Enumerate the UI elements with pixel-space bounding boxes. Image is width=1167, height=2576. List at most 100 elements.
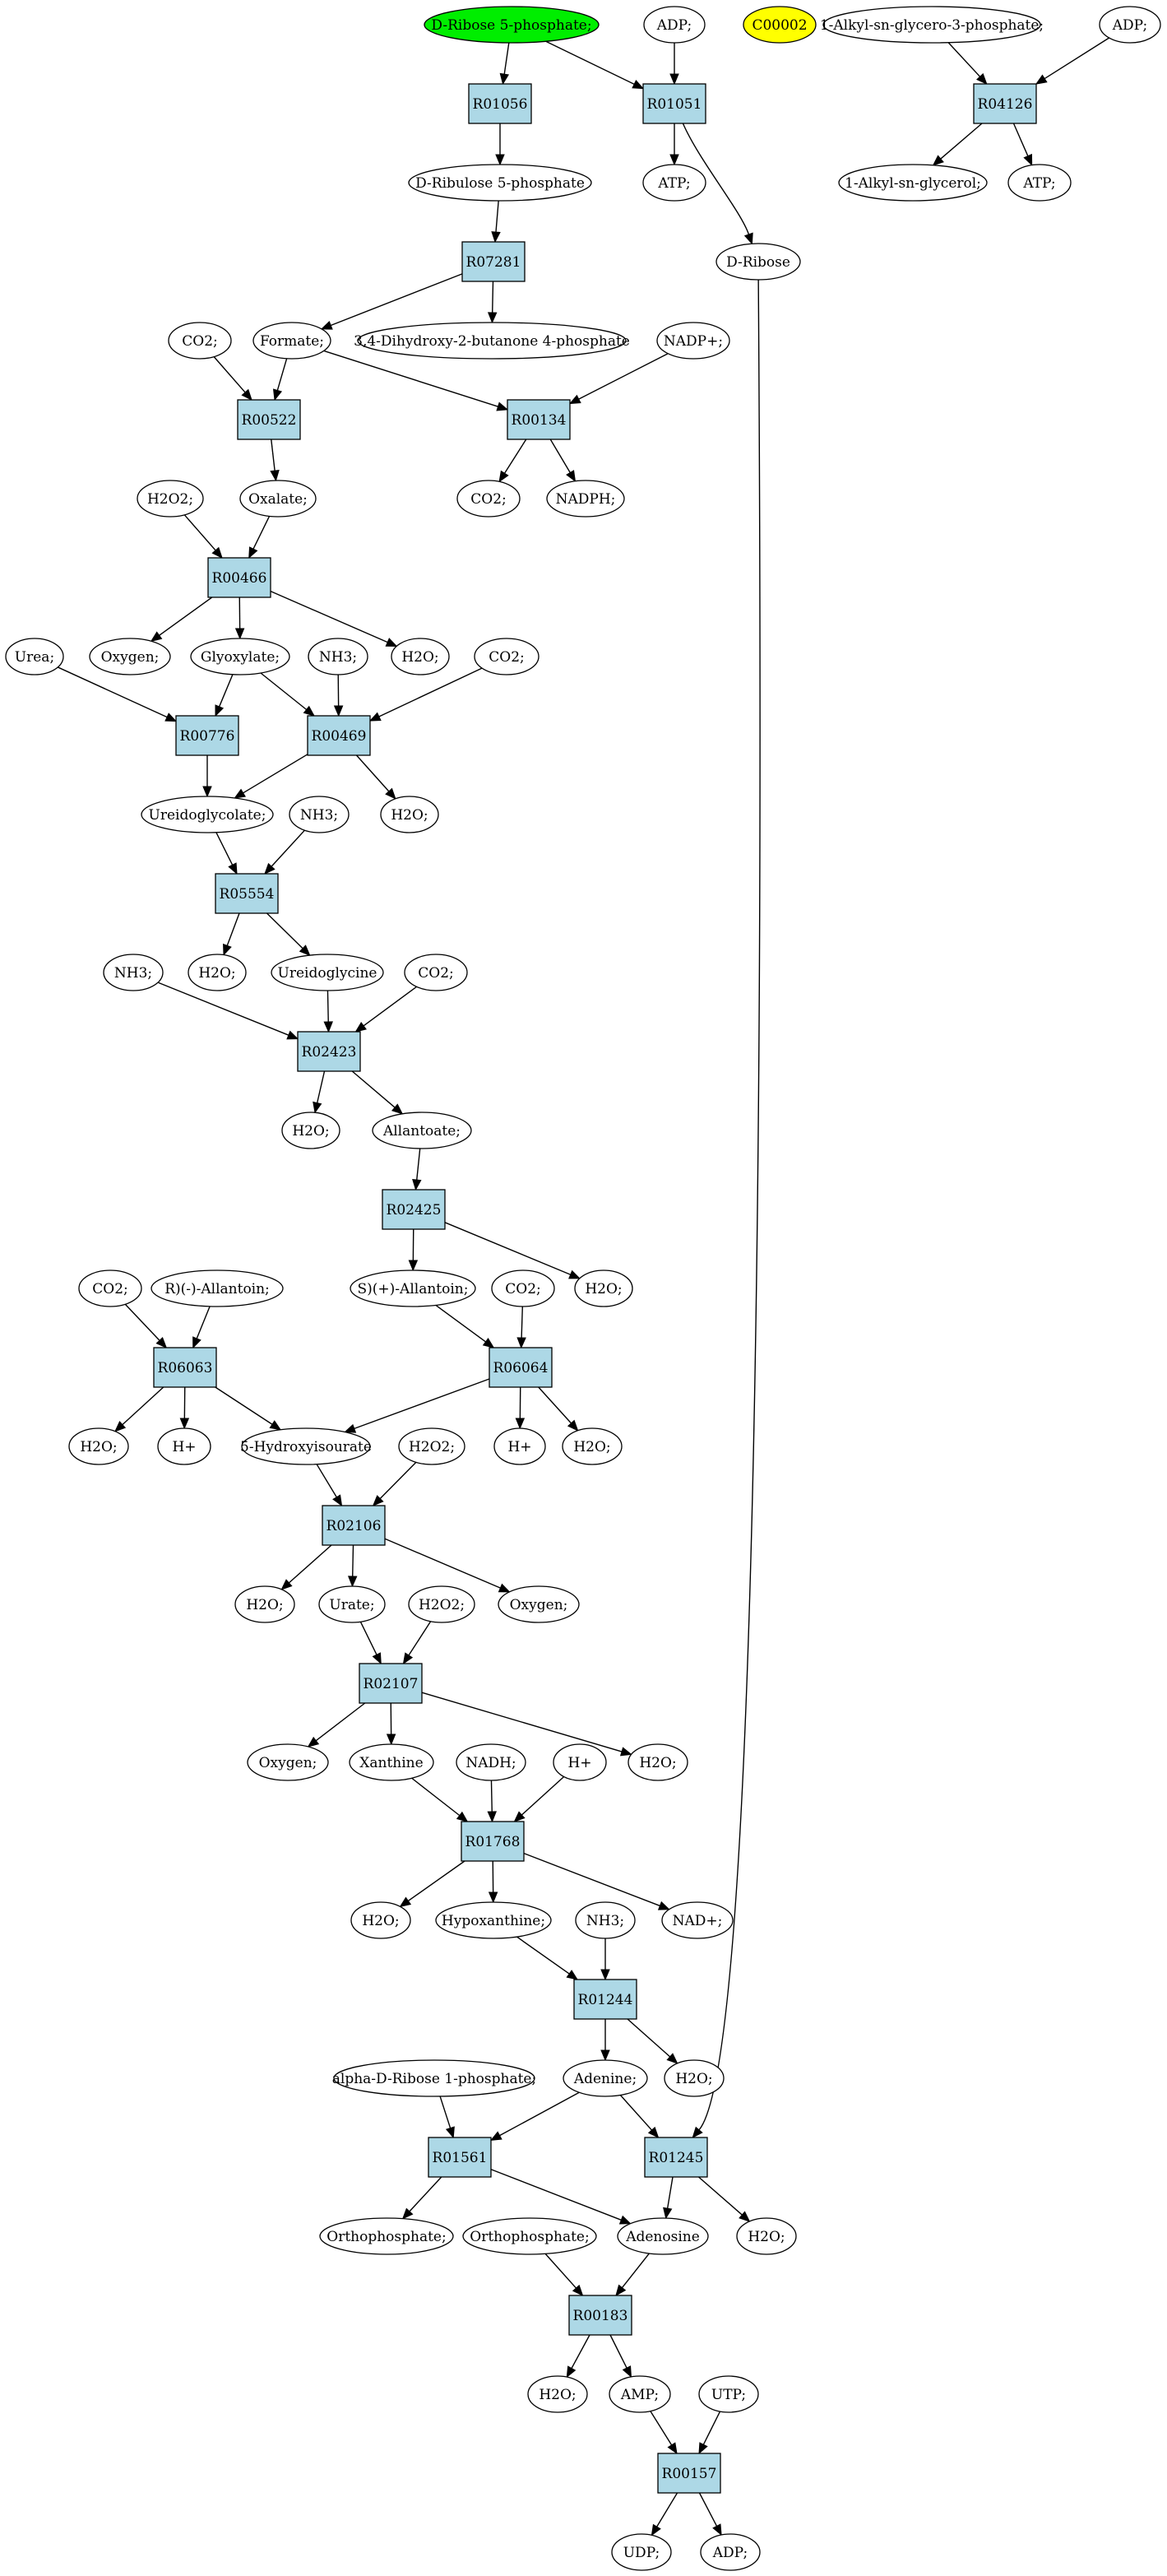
compound-node-d-ribulose-5p[interactable]: D-Ribulose 5-phosphate [408,164,592,202]
reaction-node-r01245[interactable]: R01245 [644,2137,708,2178]
compound-node-nh3-3[interactable]: NH3; [103,954,164,991]
compound-node-urate[interactable]: Urate; [318,1585,386,1623]
compound-node-hypoxanthine[interactable]: Hypoxanthine; [435,1901,552,1939]
compound-node-adenine[interactable]: Adenine; [563,2059,648,2097]
compound-node-co2-5[interactable]: CO2; [78,1269,142,1307]
reaction-node-r05554[interactable]: R05554 [215,873,279,914]
compound-node-orthophosphate-2[interactable]: Orthophosphate; [462,2217,597,2255]
compound-node-hplus-1[interactable]: H+ [157,1427,211,1465]
compound-node-h2o-6[interactable]: H2O; [68,1427,129,1465]
compound-node-h2o-7[interactable]: H2O; [562,1427,623,1465]
compound-node-hplus-2[interactable]: H+ [493,1427,546,1465]
compound-node-h2o-12[interactable]: H2O; [736,2217,797,2255]
compound-node-oxygen-2[interactable]: Oxygen; [498,1585,580,1623]
compound-node-co2-3[interactable]: CO2; [474,638,540,675]
compound-node-nh3-2[interactable]: NH3; [289,796,350,833]
compound-node-hydroxyisourate[interactable]: 5-Hydroxyisourate [240,1427,372,1465]
compound-node-h2o-13[interactable]: H2O; [527,2375,588,2413]
compound-node-atp-1[interactable]: ATP; [642,164,706,202]
compound-node-urea[interactable]: Urea; [5,638,64,675]
compound-node-h2o-9[interactable]: H2O; [627,1743,688,1781]
reaction-node-r02425[interactable]: R02425 [382,1189,446,1230]
compound-node-co2-6[interactable]: CO2; [491,1269,555,1307]
compound-node-nh3-4[interactable]: NH3; [575,1901,636,1939]
compound-node-adenosine[interactable]: Adenosine [617,2217,709,2255]
reaction-node-r01056[interactable]: R01056 [468,83,532,124]
compound-node-nadph[interactable]: NADPH; [546,480,625,518]
edge-r01768-to-h2o_10 [399,1860,465,1908]
compound-node-h2o-2[interactable]: H2O; [380,796,439,833]
compound-node-amp[interactable]: AMP; [609,2375,671,2413]
compound-node-orthophosphate-1[interactable]: Orthophosphate; [319,2217,454,2255]
compound-node-h2o2-2[interactable]: H2O2; [398,1427,465,1465]
compound-node-oxygen-1[interactable]: Oxygen; [89,638,171,675]
compound-node-nh3-1[interactable]: NH3; [308,638,368,675]
compound-node-nadp[interactable]: NADP+; [656,322,730,360]
edge-r06063-to-hydroxyisourate [215,1386,282,1431]
compound-node-h2o-10[interactable]: H2O; [350,1901,411,1939]
compound-node-adp-1[interactable]: ADP; [643,6,706,44]
reaction-node-r06063[interactable]: R06063 [153,1347,217,1388]
compound-node-oxalate[interactable]: Oxalate; [239,480,317,518]
reaction-node-r01768[interactable]: R01768 [461,1821,525,1862]
compound-node-co2-2[interactable]: CO2; [456,480,521,518]
reaction-node-r04126[interactable]: R04126 [973,83,1037,124]
compound-node-utp[interactable]: UTP; [698,2375,759,2413]
reaction-node-r00134[interactable]: R00134 [507,399,571,440]
compound-node-d-ribose-5p[interactable]: D-Ribose 5-phosphate; [424,6,600,44]
compound-node-adp-2[interactable]: ADP; [1099,6,1161,44]
compound-node-h2o2-3[interactable]: H2O2; [408,1585,475,1623]
compound-node-alkyl-glycerol[interactable]: 1-Alkyl-sn-glycerol; [838,164,988,202]
reaction-node-r02106[interactable]: R02106 [322,1505,386,1546]
compound-node-d-ribose[interactable]: D-Ribose [715,243,801,281]
reaction-node-r00522[interactable]: R00522 [237,399,301,440]
compound-node-hplus-3[interactable]: H+ [553,1743,607,1781]
compound-node-nad[interactable]: NAD+; [661,1901,734,1939]
compound-node-formate[interactable]: Formate; [252,322,331,360]
reaction-node-r00183[interactable]: R00183 [568,2295,632,2336]
reaction-node-r02423[interactable]: R02423 [297,1031,361,1072]
reaction-node-r02107[interactable]: R02107 [359,1663,423,1704]
node-label: R)(-)-Allantoin; [164,1281,270,1297]
arrowhead [412,1178,422,1191]
compound-node-xanthine[interactable]: Xanthine [349,1743,434,1781]
compound-node-c00002[interactable]: C00002 [743,6,817,44]
reaction-node-r01051[interactable]: R01051 [642,83,706,124]
compound-node-h2o-11[interactable]: H2O; [664,2059,725,2097]
reaction-node-r01561[interactable]: R01561 [428,2137,492,2178]
compound-node-co2-4[interactable]: CO2; [404,954,468,991]
arrowhead [385,787,396,800]
compound-node-dihydroxy-butanone[interactable]: 3,4-Dihydroxy-2-butanone 4-phosphate [354,322,630,360]
compound-node-atp-2[interactable]: ATP; [1007,164,1072,202]
compound-node-alpha-ribose-1p[interactable]: alpha-D-Ribose 1-phosphate; [332,2059,536,2097]
compound-node-nadh[interactable]: NADH; [456,1743,526,1781]
compound-node-h2o-3[interactable]: H2O; [188,954,247,991]
compound-node-alkyl-gp[interactable]: 1-Alkyl-sn-glycero-3-phosphate; [820,6,1044,44]
compound-node-co2-1[interactable]: CO2; [168,322,232,360]
compound-node-oxygen-3[interactable]: Oxygen; [247,1743,329,1781]
reaction-node-r00469[interactable]: R00469 [307,715,371,756]
reaction-node-r06064[interactable]: R06064 [489,1347,553,1388]
compound-node-udp[interactable]: UDP; [611,2533,672,2571]
compound-node-allantoate[interactable]: Allantoate; [372,1112,472,1149]
compound-node-h2o-5[interactable]: H2O; [574,1269,633,1307]
compound-node-h2o2-1[interactable]: H2O2; [137,480,204,518]
arrowhead [228,862,238,875]
compound-node-ureidoglycolate[interactable]: Ureidoglycolate; [141,796,274,833]
reaction-node-r07281[interactable]: R07281 [461,241,526,282]
compound-node-r-allantoin[interactable]: R)(-)-Allantoin; [151,1269,284,1307]
node-label: Allantoate; [382,1123,461,1139]
compound-ellipse [700,2533,761,2571]
compound-node-adp-3[interactable]: ADP; [700,2533,761,2571]
compound-node-h2o-8[interactable]: H2O; [234,1585,295,1623]
compound-ellipse [574,1269,633,1307]
compound-node-h2o-4[interactable]: H2O; [281,1112,340,1149]
compound-node-s-allantoin[interactable]: S)(+)-Allantoin; [350,1269,476,1307]
compound-node-glyoxylate[interactable]: Glyoxylate; [190,638,290,675]
compound-node-ureidoglycine[interactable]: Ureidoglycine [271,954,384,991]
reaction-node-r00466[interactable]: R00466 [207,557,271,598]
reaction-node-r00776[interactable]: R00776 [175,715,239,756]
compound-node-h2o-1[interactable]: H2O; [391,638,450,675]
reaction-node-r00157[interactable]: R00157 [657,2453,721,2494]
reaction-node-r01244[interactable]: R01244 [573,1979,637,2020]
